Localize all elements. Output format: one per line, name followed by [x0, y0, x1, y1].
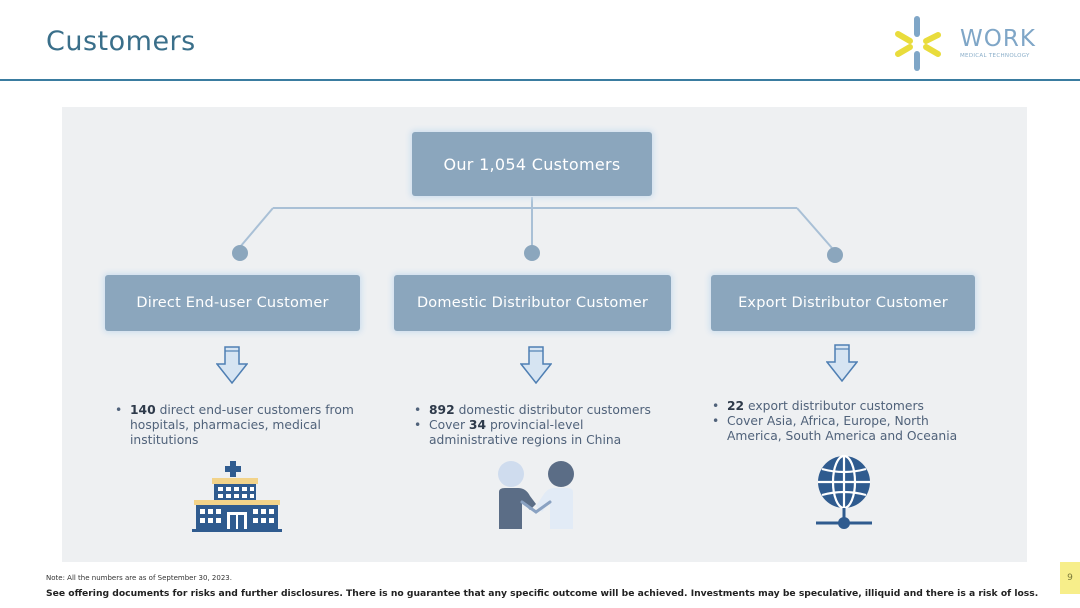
logo-wordmark: WORK	[960, 26, 1036, 52]
hospital-icon	[192, 461, 282, 532]
list-item: Cover 34 provincial-level administrative…	[414, 418, 674, 448]
page-number: 9	[1060, 562, 1080, 594]
logo-tagline: MEDICAL TECHNOLOGY	[960, 53, 1030, 59]
direct-end-user-bullets: 140 direct end-user customers from hospi…	[115, 403, 360, 448]
list-item: Cover Asia, Africa, Europe, North Americ…	[712, 414, 987, 444]
direct-end-user-box: Direct End-user Customer	[105, 275, 360, 331]
export-distributor-bullets: 22 export distributor customers Cover As…	[712, 399, 987, 444]
list-item: 140 direct end-user customers from hospi…	[115, 403, 360, 448]
domestic-distributor-box: Domestic Distributor Customer	[394, 275, 671, 331]
company-logo: WORK MEDICAL TECHNOLOGY	[890, 14, 1060, 76]
footnote: Note: All the numbers are as of Septembe…	[46, 574, 232, 582]
page-title: Customers	[46, 26, 196, 57]
export-distributor-box: Export Distributor Customer	[711, 275, 975, 331]
down-arrow-icon	[826, 344, 858, 382]
logo-mark-icon	[895, 16, 941, 71]
handshake-icon	[498, 461, 574, 529]
domestic-distributor-bullets: 892 domestic distributor customers Cover…	[414, 403, 674, 448]
down-arrow-icon	[520, 346, 552, 384]
title-divider	[0, 79, 1080, 81]
root-customers-box: Our 1,054 Customers	[412, 132, 652, 196]
list-item: 22 export distributor customers	[712, 399, 987, 414]
list-item: 892 domestic distributor customers	[414, 403, 674, 418]
disclaimer-text: See offering documents for risks and fur…	[46, 588, 1039, 599]
down-arrow-icon	[216, 346, 248, 384]
globe-network-icon	[816, 454, 872, 529]
